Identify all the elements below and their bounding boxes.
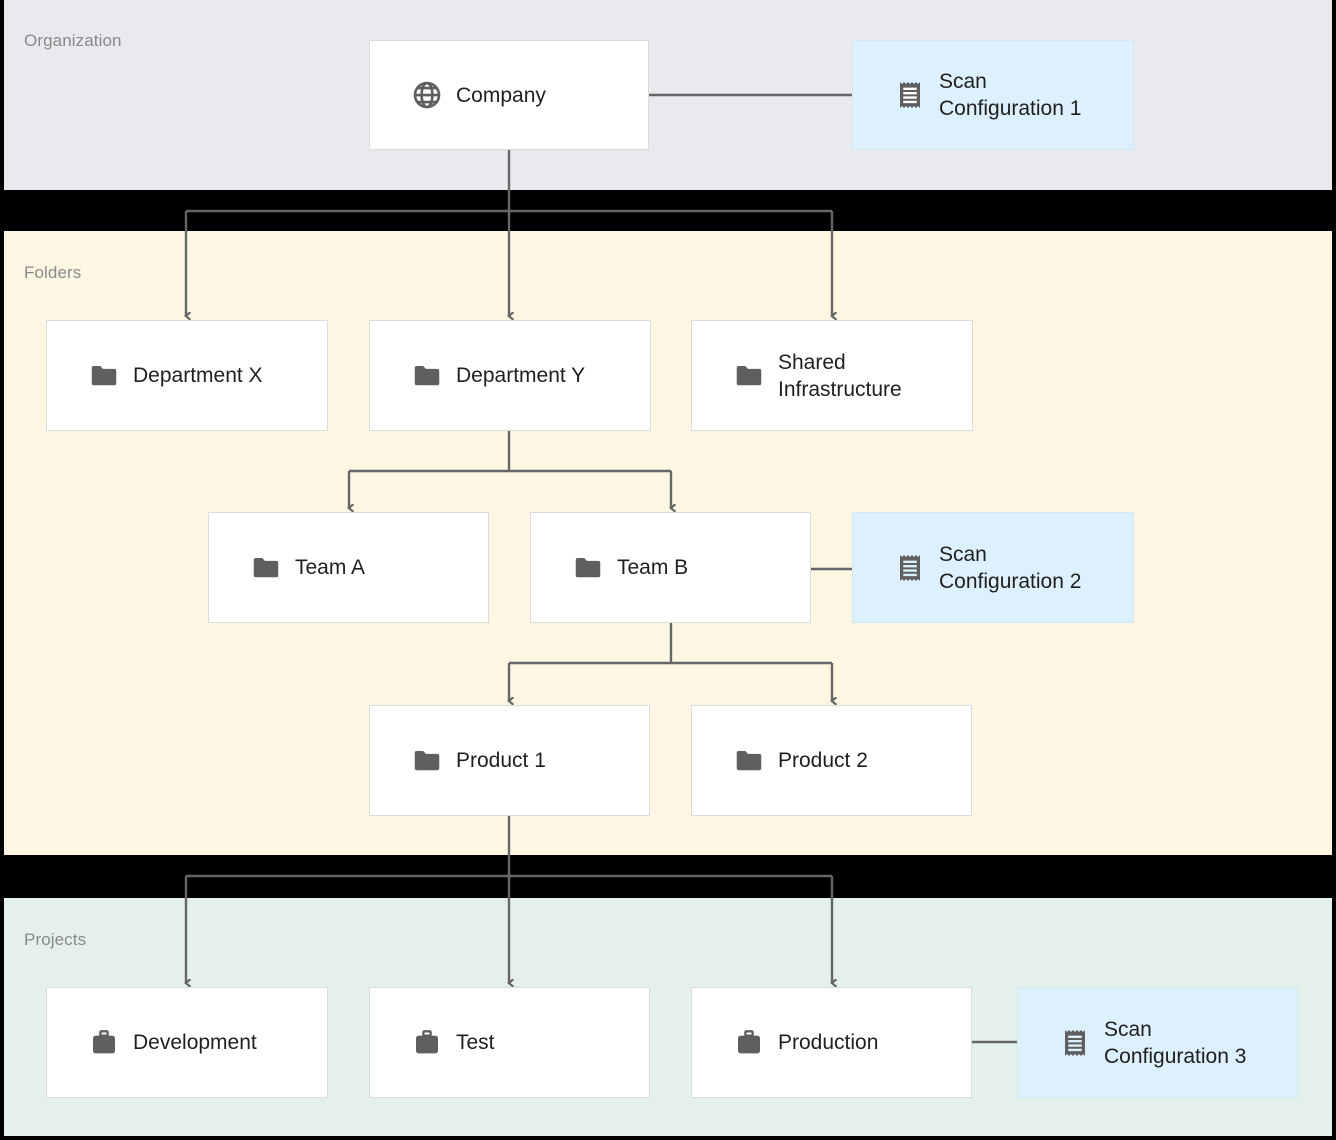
scan-config-icon: [900, 554, 920, 581]
node-scan-config-1[interactable]: Scan Configuration 1: [852, 40, 1134, 150]
briefcase-icon: [416, 1029, 438, 1053]
node-label: Production: [778, 1031, 879, 1054]
node-label: Department X: [133, 364, 263, 387]
briefcase-icon: [93, 1029, 115, 1053]
node-shared-infrastructure[interactable]: Shared Infrastructure: [691, 320, 973, 431]
folder-icon: [414, 365, 440, 385]
band-label-folders: Folders: [24, 263, 82, 282]
node-development[interactable]: Development: [46, 987, 328, 1098]
node-label: Team B: [617, 556, 689, 579]
folder-icon: [736, 365, 762, 385]
node-test[interactable]: Test: [369, 987, 650, 1098]
node-department-x[interactable]: Department X: [46, 320, 328, 431]
node-label: Scan Configuration 1: [939, 70, 1082, 120]
node-product-2[interactable]: Product 2: [691, 705, 972, 816]
folder-icon: [575, 557, 601, 577]
node-label: Test: [456, 1031, 495, 1054]
folder-icon: [736, 750, 762, 770]
node-product-1[interactable]: Product 1: [369, 705, 650, 816]
band-label-organization: Organization: [24, 31, 122, 50]
node-label: Development: [133, 1031, 257, 1054]
node-team-a[interactable]: Team A: [208, 512, 489, 623]
node-scan-config-2[interactable]: Scan Configuration 2: [852, 512, 1134, 623]
folder-icon: [414, 750, 440, 770]
node-label: Product 1: [456, 749, 546, 772]
node-label: Product 2: [778, 749, 868, 772]
band-organization: [4, 0, 1332, 190]
band-separator-1: [4, 190, 1332, 231]
node-label: Scan Configuration 2: [939, 542, 1082, 593]
node-team-b[interactable]: Team B: [530, 512, 811, 623]
globe-icon: [413, 81, 441, 109]
node-label: Shared Infrastructure: [778, 350, 902, 401]
node-label: Department Y: [456, 364, 586, 387]
node-scan-config-3[interactable]: Scan Configuration 3: [1017, 987, 1298, 1098]
folder-icon: [91, 365, 117, 385]
node-label: Company: [456, 83, 546, 107]
folder-icon: [253, 557, 279, 577]
band-label-projects: Projects: [24, 930, 87, 949]
node-production[interactable]: Production: [691, 987, 972, 1098]
node-department-y[interactable]: Department Y: [369, 320, 651, 431]
node-label: Team A: [295, 556, 366, 579]
node-label: Scan Configuration 3: [1104, 1017, 1247, 1068]
scan-config-icon: [900, 82, 920, 108]
band-separator-2: [4, 855, 1332, 898]
scan-config-icon: [1065, 1029, 1085, 1056]
briefcase-icon: [738, 1029, 760, 1053]
node-company[interactable]: Company: [369, 40, 649, 150]
